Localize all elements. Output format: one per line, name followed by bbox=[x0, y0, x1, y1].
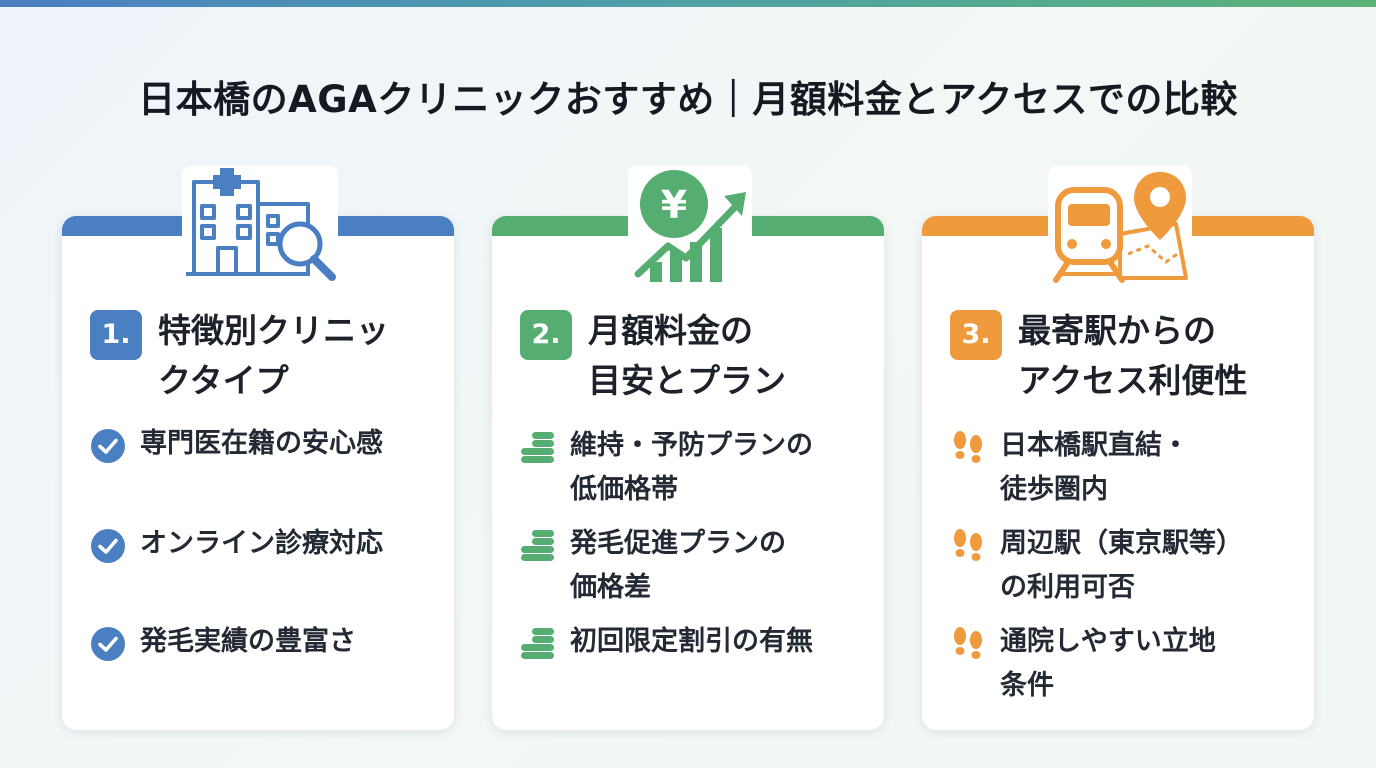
card-clinic-types: 1. 特徴別クリニッ クタイプ 専門医在籍の安心感 オンライン診療対応 発毛実績… bbox=[62, 216, 454, 730]
item-text: 通院しやすい立地 条件 bbox=[1000, 626, 1216, 701]
card-number-badge: 2. bbox=[520, 310, 572, 360]
svg-text:¥: ¥ bbox=[661, 183, 687, 227]
yen-growth-icon: ¥ bbox=[628, 166, 752, 284]
coin-stack-icon bbox=[521, 628, 554, 659]
item-text: 日本橋駅直結・ 徒歩圏内 bbox=[1000, 430, 1189, 505]
item-text: 維持・予防プランの 低価格帯 bbox=[570, 430, 813, 505]
page-title: 日本橋のAGAクリニックおすすめ｜月額料金とアクセスでの比較 bbox=[138, 78, 1238, 121]
check-circle-icon bbox=[91, 529, 125, 563]
top-accent-bar bbox=[0, 0, 1376, 7]
card-title: 最寄駅からの アクセス利便性 bbox=[1018, 311, 1248, 400]
card-number-badge: 3. bbox=[950, 310, 1002, 360]
coin-stack-icon bbox=[521, 432, 554, 463]
train-map-pin-icon bbox=[1048, 166, 1192, 284]
card-title: 月額料金の 目安とプラン bbox=[588, 311, 786, 400]
card-title: 特徴別クリニッ クタイプ bbox=[158, 311, 389, 400]
check-circle-icon bbox=[91, 429, 125, 463]
check-circle-icon bbox=[91, 627, 125, 661]
footprints-icon bbox=[954, 431, 982, 463]
item-text: 発毛促進プランの 価格差 bbox=[570, 528, 786, 603]
footprints-icon bbox=[954, 627, 982, 659]
hospital-search-icon bbox=[182, 166, 338, 284]
coin-stack-icon bbox=[521, 530, 554, 561]
card-number-badge: 1. bbox=[90, 310, 142, 360]
item-text: 周辺駅（東京駅等） の利用可否 bbox=[1000, 528, 1243, 603]
card-monthly-fees: 2. 月額料金の 目安とプラン 維持・予防プランの 低価格帯 bbox=[492, 216, 884, 730]
card-station-access: 3. 最寄駅からの アクセス利便性 日本橋駅直結・ 徒歩圏内 bbox=[922, 216, 1314, 730]
footprints-icon bbox=[954, 529, 982, 561]
